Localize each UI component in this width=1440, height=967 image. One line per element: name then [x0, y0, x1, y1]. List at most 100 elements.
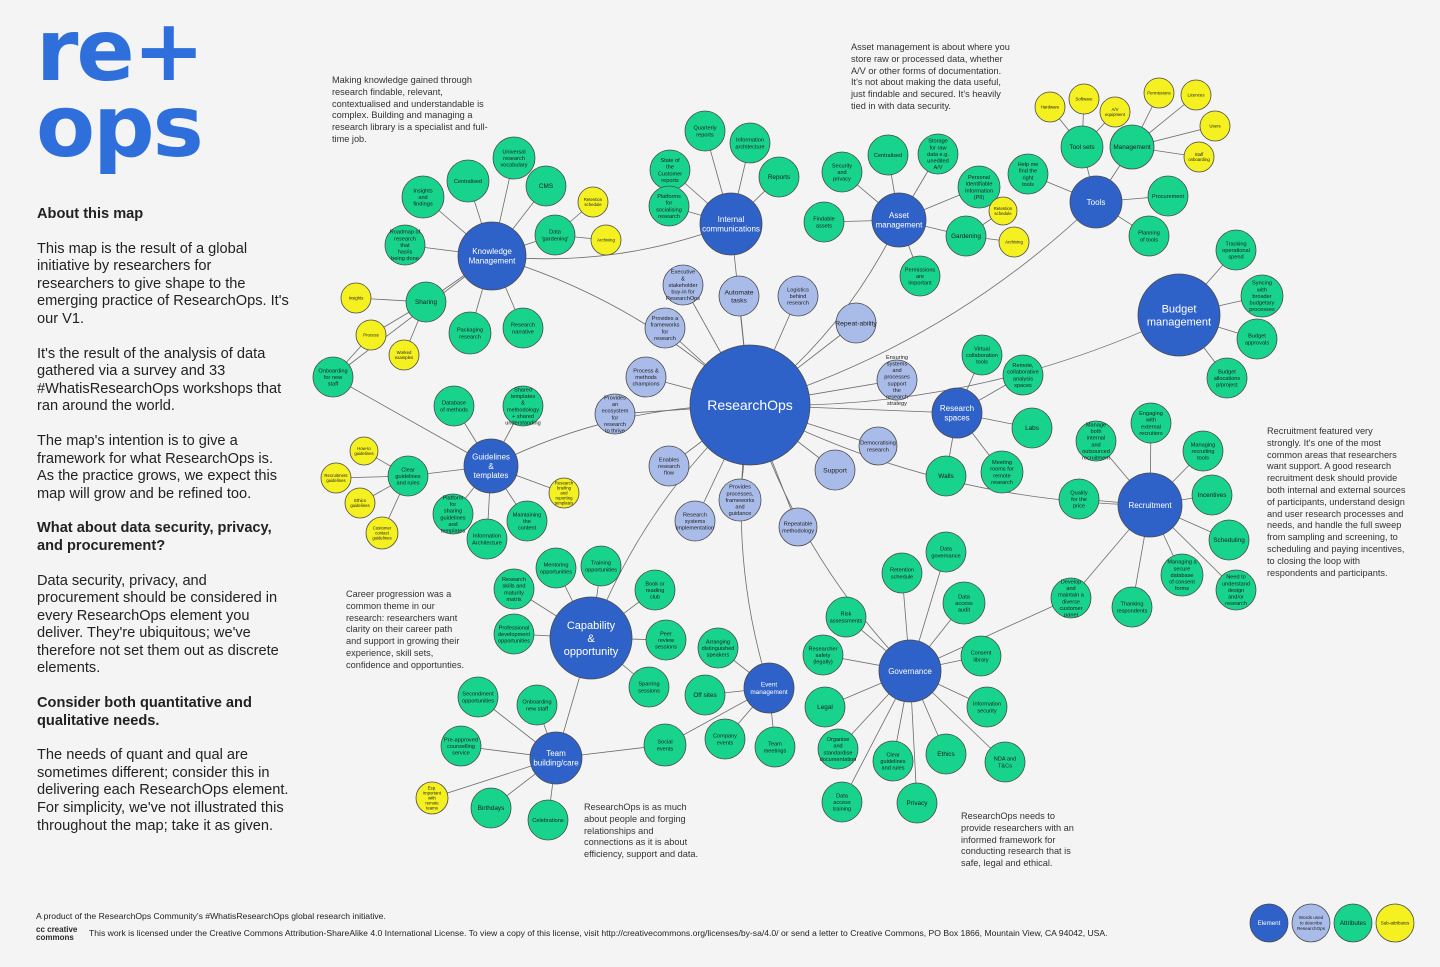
node-circle	[1206, 357, 1248, 399]
security-paragraph: Data security, privacy, and procurement …	[37, 572, 279, 677]
node-circle	[577, 186, 609, 218]
node-centralised: Centralised	[446, 159, 490, 203]
node-circle	[1191, 474, 1233, 516]
node-incentives: Incentives	[1191, 474, 1233, 516]
node-circle	[493, 613, 535, 655]
node-label: Capability&opportunity	[564, 620, 619, 658]
node-circle	[502, 307, 544, 349]
node-circle	[1109, 124, 1155, 170]
legend-label: Sub-attributes	[1381, 921, 1410, 926]
node-label: Insights	[349, 296, 364, 301]
node-circle	[988, 196, 1018, 226]
node-circle	[942, 581, 986, 625]
node-circle	[432, 493, 474, 535]
note-knowledge: Making knowledge gained through research…	[332, 75, 488, 144]
node-label: Scheduling	[1213, 537, 1245, 544]
node-circle	[758, 156, 800, 198]
node-celebrations: Celebrations	[527, 799, 569, 841]
node-label: Reports	[768, 174, 790, 181]
node-process: Process	[355, 319, 387, 351]
legend-label: Element	[1258, 920, 1281, 927]
node-archiving: Archiving	[590, 224, 622, 256]
node-sharing: Sharing	[405, 281, 447, 323]
node-circle	[1236, 318, 1278, 360]
node-label: Software	[1076, 97, 1094, 102]
node-label: Tool sets	[1069, 144, 1094, 151]
node-permissions: Permissions	[1143, 77, 1175, 109]
node-circle	[1215, 229, 1257, 271]
node-circle	[777, 275, 819, 317]
node-circle	[1011, 407, 1053, 449]
node-label: Labs	[1025, 425, 1039, 432]
node-circle	[802, 634, 844, 676]
node-circle	[1058, 478, 1100, 520]
node-circle	[446, 159, 490, 203]
node-label: Centralised	[454, 179, 482, 185]
node-circle	[320, 462, 352, 494]
node-circle	[699, 192, 763, 256]
node-label: Repeat-ability	[835, 320, 877, 327]
about-paragraph-1: This map is the result of a global initi…	[37, 240, 289, 327]
legend-label: Attributes	[1340, 920, 1366, 927]
node-circle	[925, 733, 967, 775]
node-data-gardening: Data'gardening'	[534, 214, 576, 256]
node-circle	[984, 741, 1026, 783]
node-circle	[365, 516, 399, 550]
node-circle	[878, 639, 942, 703]
node-circle	[1147, 175, 1189, 217]
footer-product: A product of the ResearchOps Community's…	[36, 911, 386, 921]
node-circle	[448, 311, 492, 355]
node-circle	[817, 728, 859, 770]
node-circle	[466, 518, 508, 560]
node-circle	[340, 282, 372, 314]
node-ethics: Ethics	[925, 733, 967, 775]
logo-line-2: ops	[36, 77, 204, 177]
about-paragraph-3: The map's intention is to give a framewo…	[37, 432, 278, 502]
node-circle	[931, 387, 983, 439]
node-circle	[825, 596, 867, 638]
node-circle	[1182, 430, 1224, 472]
node-circle	[415, 781, 449, 815]
node-repeat-ability: Repeat-ability	[835, 302, 877, 344]
node-circle	[457, 221, 527, 291]
node-scheduling: Scheduling	[1208, 519, 1250, 561]
